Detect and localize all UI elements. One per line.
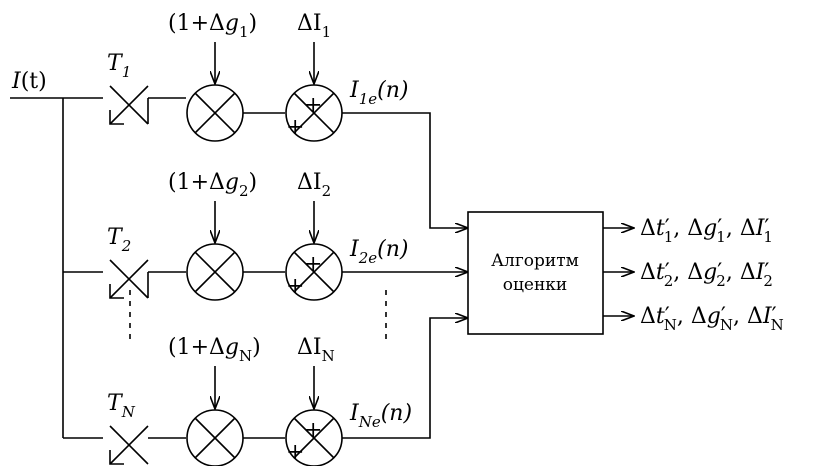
offset-label-2: ΔI2 (297, 170, 331, 200)
multiplier-2 (186, 243, 244, 301)
output-label-n: INe(n) (349, 401, 412, 431)
adder-sign-top-1: + (304, 93, 322, 118)
channel-2: T2 (1+Δg2) + + ΔI2 I2e(n) (107, 170, 468, 301)
switch-n (109, 425, 186, 465)
adder-sign-top-2: + (304, 252, 322, 277)
input-label: I(t) (11, 69, 47, 94)
multiplier-n (186, 409, 244, 466)
switch-label-1: T1 (107, 51, 131, 81)
output-wire-1 (342, 112, 468, 228)
gain-label-n: (1+ΔgN) (168, 335, 261, 365)
offset-label-n: ΔIN (297, 335, 335, 365)
result-label-n: Δt′N, Δg′N, ΔI′N (640, 304, 784, 334)
output-label-2: I2e(n) (349, 237, 408, 267)
gain-label-1: (1+Δg1) (168, 11, 257, 41)
adder-sign-left-n: + (286, 440, 304, 465)
output-label-1: I1e(n) (349, 78, 408, 108)
channel-n: TN (1+ΔgN) + + ΔIN INe(n) (107, 318, 468, 466)
result-label-1: Δt′1, Δg′1, ΔI′1 (640, 216, 773, 246)
offset-label-1: ΔI1 (297, 11, 331, 41)
adder-n (285, 409, 343, 466)
switch-label-2: T2 (107, 225, 131, 255)
adder-sign-left-2: + (286, 274, 304, 299)
switch-1 (109, 85, 186, 125)
switch-label-n: TN (107, 391, 136, 421)
multiplier-1 (186, 84, 244, 142)
algorithm-title-line2: оценки (503, 275, 568, 295)
adder-1 (285, 84, 343, 142)
adder-sign-top-n: + (304, 418, 322, 443)
gain-label-2: (1+Δg2) (168, 170, 257, 200)
algorithm-block: Алгоритм оценки (467, 211, 604, 335)
algorithm-title-line1: Алгоритм (491, 251, 579, 271)
result-label-2: Δt′2, Δg′2, ΔI′2 (640, 260, 773, 290)
input-bus (10, 97, 103, 439)
channel-1: T1 (1+Δg1) + + ΔI1 I1e(n) (107, 11, 468, 228)
switch-2 (109, 259, 186, 299)
adder-2 (285, 243, 343, 301)
adder-sign-left-1: + (286, 115, 304, 140)
output-wire-n (342, 318, 468, 439)
